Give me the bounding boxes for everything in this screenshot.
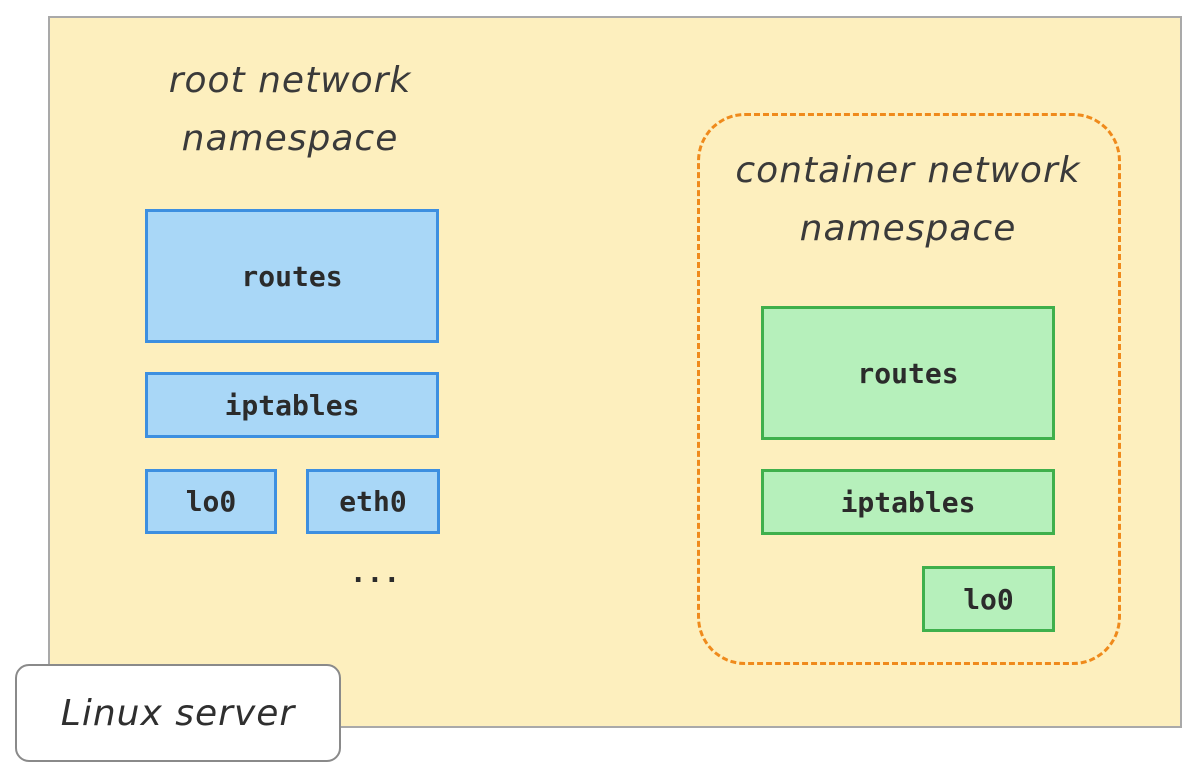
root-iptables-box: iptables — [145, 372, 439, 438]
container-lo0-box: lo0 — [922, 566, 1055, 632]
root-routes-box: routes — [145, 209, 439, 343]
linux-server-label: Linux server — [15, 664, 341, 762]
more-interfaces-ellipsis: ... — [349, 556, 401, 589]
container-routes-box: routes — [761, 306, 1055, 440]
container-namespace-title: container network namespace — [735, 150, 1081, 249]
container-namespace-outline — [697, 113, 1121, 665]
root-namespace-title: root network namespace — [168, 60, 412, 159]
container-iptables-box: iptables — [761, 469, 1055, 535]
root-lo0-box: lo0 — [145, 469, 277, 534]
root-eth0-box: eth0 — [306, 469, 440, 534]
